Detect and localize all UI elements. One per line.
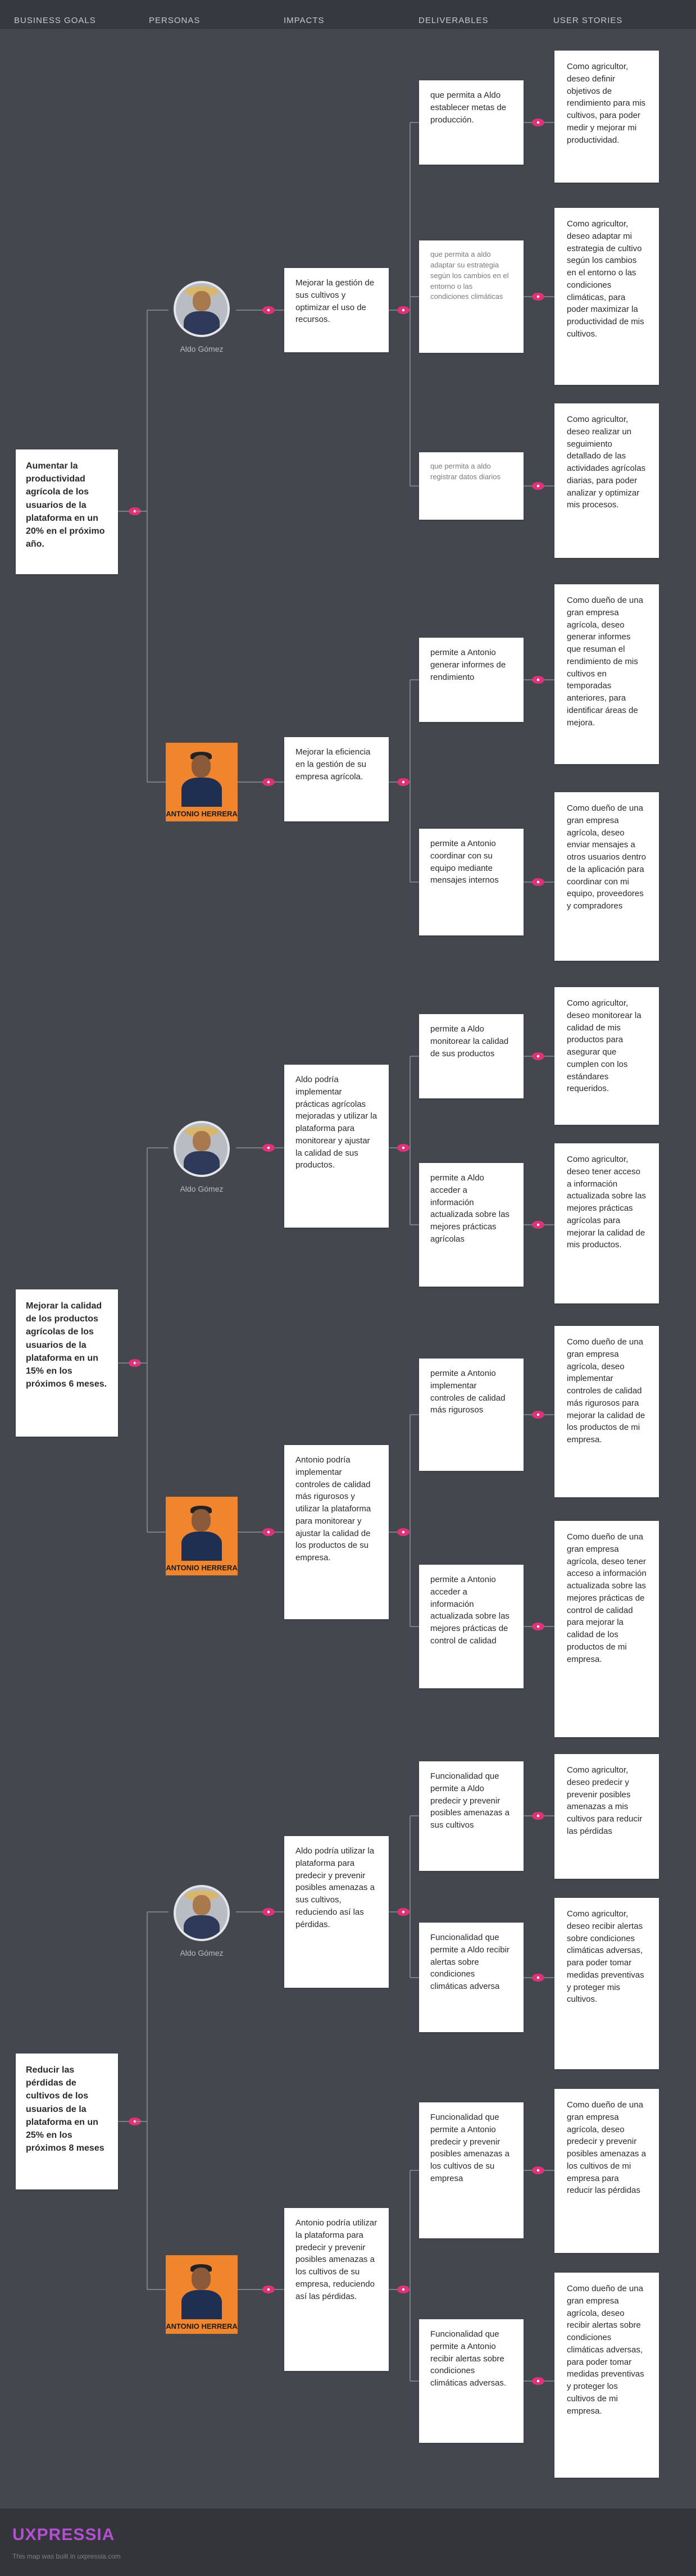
user-story-card[interactable]: Como agricultor, deseo realizar un segui… [554,403,659,558]
impact-card[interactable]: Antonio podría implementar controles de … [284,1445,389,1619]
column-user-stories: USER STORIES [553,16,623,25]
deliverable-card[interactable]: permite a Antonio acceder a información … [419,1565,524,1688]
connector-node-dot [402,2288,405,2291]
persona-name-antonio: ANTONIO HERRERA [166,810,238,818]
connector-node-dot [267,1530,270,1534]
goal-card[interactable]: Aumentar la productividad agrícola de lo… [16,449,118,574]
user-story-card[interactable]: Como agricultor, deseo definir objetivos… [554,51,659,183]
deliverable-card[interactable]: que permita a aldo adaptar su estrategia… [419,240,524,353]
connector-node-dot [536,678,540,682]
user-story-card[interactable]: Como dueño de una gran empresa agrícola,… [554,2089,659,2253]
persona-avatar-antonio[interactable]: ANTONIO HERRERA [166,743,238,821]
persona-name-aldo: Aldo Gómez [180,1184,224,1193]
column-deliverables: DELIVERABLES [418,16,489,25]
user-story-card[interactable]: Como agricultor, deseo predecir y preven… [554,1754,659,1879]
user-story-card[interactable]: Como dueño de una gran empresa agrícola,… [554,2273,659,2478]
deliverable-card[interactable]: permite a Aldo monitorear la calidad de … [419,1014,524,1098]
connector-node-dot [402,1530,405,1534]
connector-node-dot [536,1976,540,1979]
connector-node-dot [267,308,270,312]
footer-note: This map was built in uxpressia.com [12,2552,121,2560]
connector-node-dot [267,780,270,784]
user-story-card[interactable]: Como agricultor, deseo tener acceso a in… [554,1143,659,1303]
column-impacts: IMPACTS [284,16,325,25]
deliverable-card[interactable]: que permita a aldo registrar datos diari… [419,452,524,520]
user-story-card[interactable]: Como agricultor, deseo monitorear la cal… [554,987,659,1125]
persona-name-aldo: Aldo Gómez [180,1948,224,1957]
connector-node-dot [402,308,405,312]
user-story-card[interactable]: Como agricultor, deseo recibir alertas s… [554,1898,659,2069]
connector-node-dot [536,2169,540,2172]
deliverable-card[interactable]: que permita a Aldo establecer metas de p… [419,80,524,165]
connector-node-dot [402,780,405,784]
user-story-card[interactable]: Como dueño de una gran empresa agrícola,… [554,1521,659,1737]
impact-card[interactable]: Aldo podría utilizar la plataforma para … [284,1836,389,1988]
connector-node-dot [536,1223,540,1226]
uxpressia-logo[interactable]: UXPRESSIA [12,2525,115,2544]
connector-node-dot [267,2288,270,2291]
connector-node-dot [536,2379,540,2383]
persona-name-antonio: ANTONIO HERRERA [166,2322,238,2330]
goal-card[interactable]: Mejorar la calidad de los productos agrí… [16,1289,118,1437]
impact-card[interactable]: Antonio podría utilizar la plataforma pa… [284,2208,389,2371]
deliverable-card[interactable]: Funcionalidad que permite a Aldo predeci… [419,1761,524,1871]
persona-avatar-aldo[interactable] [174,1121,230,1177]
connector-node-dot [536,1814,540,1818]
connector-node-dot [267,1146,270,1150]
deliverable-card[interactable]: permite a Antonio implementar controles … [419,1359,524,1471]
connector-node-dot [402,1146,405,1150]
user-story-card[interactable]: Como dueño de una gran empresa agrícola,… [554,792,659,961]
impact-card[interactable]: Mejorar la gestión de sus cultivos y opt… [284,268,389,352]
connector-node-dot [536,484,540,488]
impact-card[interactable]: Aldo podría implementar prácticas agríco… [284,1065,389,1228]
connector-node-dot [536,121,540,124]
connector-node-dot [267,1910,270,1914]
persona-avatar-antonio[interactable]: ANTONIO HERRERA [166,1497,238,1575]
deliverable-card[interactable]: permite a Antonio generar informes de re… [419,638,524,722]
column-business-goals: BUSINESS GOALS [14,16,96,25]
persona-avatar-aldo[interactable] [174,1885,230,1941]
deliverable-card[interactable]: Funcionalidad que permite a Antonio pred… [419,2102,524,2238]
footer: UXPRESSIA This map was built in uxpressi… [0,2509,696,2576]
deliverable-card[interactable]: Funcionalidad que permite a Antonio reci… [419,2319,524,2443]
persona-name-antonio: ANTONIO HERRERA [166,1564,238,1572]
connector-node-dot [536,1055,540,1058]
deliverable-card[interactable]: Funcionalidad que permite a Aldo recibir… [419,1923,524,2032]
persona-name-aldo: Aldo Gómez [180,344,224,353]
persona-avatar-antonio[interactable]: ANTONIO HERRERA [166,2255,238,2334]
persona-avatar-aldo[interactable] [174,281,230,337]
connector-node-dot [536,295,540,298]
connector-node-dot [536,880,540,884]
user-story-card[interactable]: Como agricultor, deseo adaptar mi estrat… [554,208,659,385]
column-personas: PERSONAS [149,16,201,25]
connector-node-dot [536,1625,540,1628]
deliverable-card[interactable]: permite a Aldo acceder a información act… [419,1163,524,1287]
user-story-card[interactable]: Como dueño de una gran empresa agrícola,… [554,1326,659,1497]
column-header-bar: BUSINESS GOALS PERSONAS IMPACTS DELIVERA… [0,0,696,29]
goal-card[interactable]: Reducir las pérdidas de cultivos de los … [16,2053,118,2189]
impact-card[interactable]: Mejorar la eficiencia en la gestión de s… [284,737,389,821]
connector-node-dot [536,1413,540,1416]
deliverable-card[interactable]: permite a Antonio coordinar con su equip… [419,829,524,935]
connector-node-dot [402,1910,405,1914]
user-story-card[interactable]: Como dueño de una gran empresa agrícola,… [554,584,659,764]
